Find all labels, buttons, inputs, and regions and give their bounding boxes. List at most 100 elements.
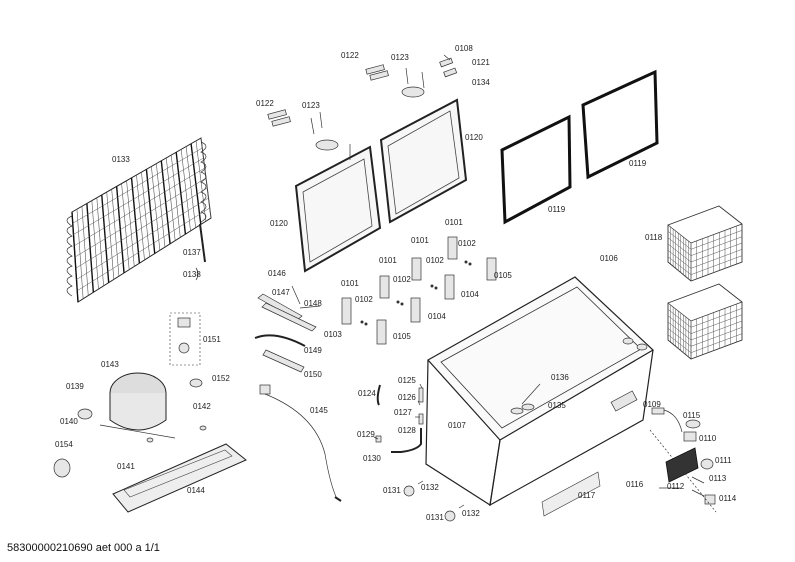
part-label: 0115 — [683, 411, 701, 420]
part-label: 0126 — [398, 393, 416, 402]
coil-wire — [76, 197, 209, 280]
part-label: 0133 — [112, 155, 130, 164]
freezer-cabinet — [425, 276, 654, 517]
condenser-coil — [66, 137, 212, 303]
part-label: 0106 — [600, 254, 618, 263]
part-label: 0149 — [304, 346, 322, 355]
part-label: 0119 — [548, 205, 566, 214]
part-label: 0104 — [461, 290, 479, 299]
part-label: 0120 — [270, 219, 288, 228]
part-label: 0145 — [310, 406, 328, 415]
part-label: 0109 — [643, 400, 661, 409]
part-label: 0104 — [428, 312, 446, 321]
part-label: 0117 — [578, 491, 596, 500]
part-label: 0124 — [358, 389, 376, 398]
coil-wire — [72, 147, 203, 224]
strip-parts — [254, 293, 317, 373]
drain-parts — [375, 384, 465, 522]
part-label: 0140 — [60, 417, 78, 426]
part-label: 0128 — [398, 426, 416, 435]
part-label: 0101 — [411, 236, 429, 245]
part-label: 0136 — [551, 373, 569, 382]
part-label: 0112 — [667, 482, 685, 491]
document-footer: 58300000210690 aet 000 a 1/1 — [7, 542, 160, 554]
part-label: 0102 — [458, 239, 476, 248]
part-label: 0151 — [203, 335, 221, 344]
basket-wire — [667, 308, 743, 328]
coil-wire — [75, 187, 208, 269]
part-label: 0113 — [709, 474, 727, 483]
part-label: 0137 — [183, 248, 201, 257]
part-label: 0108 — [455, 44, 473, 53]
part-label: 0139 — [66, 382, 84, 391]
gaskets — [500, 69, 659, 225]
part-label: 0122 — [256, 99, 274, 108]
coil-wire — [74, 177, 207, 258]
part-label: 0132 — [421, 483, 439, 492]
part-label: 0103 — [324, 330, 342, 339]
part-label: 0121 — [472, 58, 490, 67]
part-label: 0143 — [101, 360, 119, 369]
part-label: 0154 — [55, 440, 73, 449]
part-label: 0134 — [472, 78, 490, 87]
part-label: 0125 — [398, 376, 416, 385]
part-label: 0107 — [448, 421, 466, 430]
part-label: 0138 — [183, 270, 201, 279]
compressor — [53, 372, 207, 478]
part-label: 0132 — [462, 509, 480, 518]
lids — [294, 98, 468, 273]
part-label: 0127 — [394, 408, 412, 417]
part-label: 0123 — [391, 53, 409, 62]
part-label: 0122 — [341, 51, 359, 60]
part-label: 0131 — [426, 513, 444, 522]
part-label: 0141 — [117, 462, 135, 471]
part-label: 0114 — [719, 494, 737, 503]
basket-wire — [667, 242, 743, 263]
part-label: 0142 — [193, 402, 211, 411]
baskets — [667, 205, 743, 360]
part-label: 0150 — [304, 370, 322, 379]
basket-wire — [667, 249, 743, 269]
part-label: 0110 — [699, 434, 717, 443]
coil-wire — [73, 157, 204, 235]
base-plate — [112, 443, 247, 513]
hinges — [341, 236, 497, 345]
part-label: 0111 — [715, 456, 732, 465]
part-label: 0102 — [426, 256, 444, 265]
part-label: 0101 — [341, 279, 359, 288]
power-cord — [259, 384, 342, 502]
part-label: 0148 — [304, 299, 322, 308]
part-label: 0123 — [302, 101, 320, 110]
part-label: 0118 — [645, 233, 663, 242]
part-label: 0101 — [445, 218, 463, 227]
part-label: 0147 — [272, 288, 290, 297]
part-label: 0135 — [548, 401, 566, 410]
part-label: 0101 — [379, 256, 397, 265]
part-label: 0120 — [465, 133, 483, 142]
electronics — [649, 407, 717, 513]
part-label: 0116 — [626, 480, 644, 489]
basket-wire — [667, 236, 743, 256]
basket-wire — [667, 320, 743, 341]
leader-lines — [291, 54, 680, 489]
part-label: 0102 — [355, 295, 373, 304]
part-label: 0105 — [393, 332, 411, 341]
part-label: 0105 — [494, 271, 512, 280]
part-label: 0131 — [383, 486, 401, 495]
part-label: 0119 — [629, 159, 647, 168]
part-label: 0146 — [268, 269, 286, 278]
basket-wire — [667, 255, 743, 275]
part-label: 0130 — [363, 454, 381, 463]
part-label: 0144 — [187, 486, 205, 495]
part-label: 0129 — [357, 430, 375, 439]
basket-wire — [667, 314, 743, 334]
basket-wire — [667, 333, 743, 353]
basket-wire — [667, 230, 743, 250]
thermostat-assembly — [169, 312, 203, 388]
coil-wire — [77, 207, 210, 291]
part-label: 0102 — [393, 275, 411, 284]
basket-wire — [667, 327, 743, 347]
top-handle-parts — [267, 57, 458, 151]
